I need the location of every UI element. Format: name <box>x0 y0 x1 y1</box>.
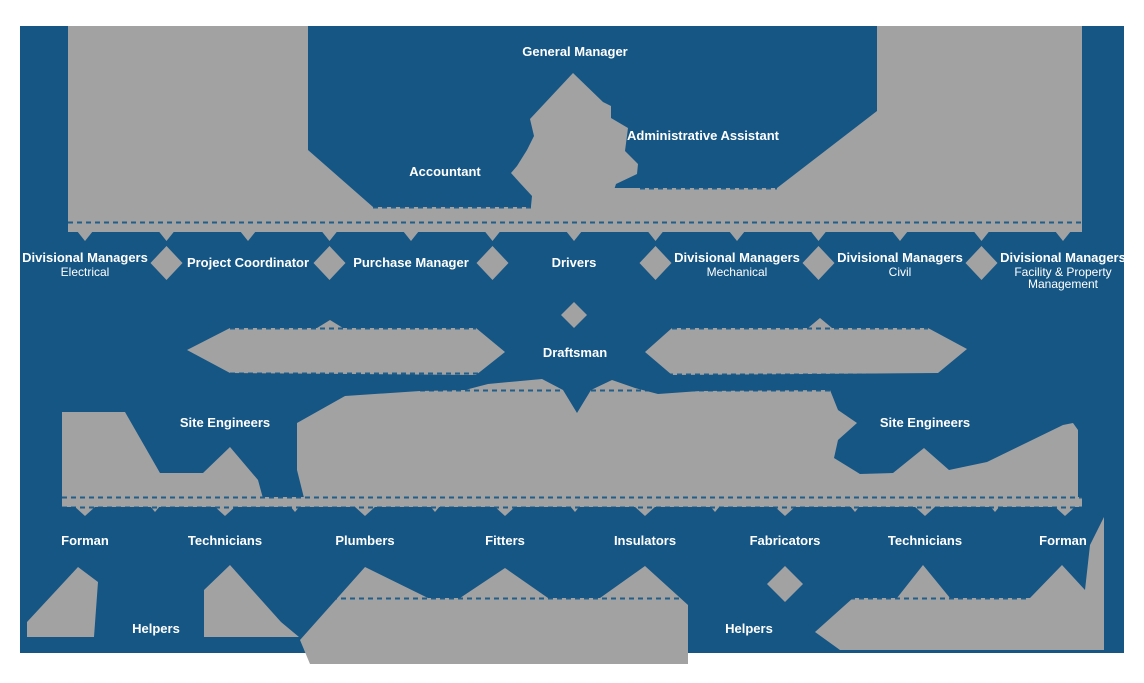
node-technicians-left: Technicians <box>188 533 262 548</box>
rail-1-tooth <box>484 231 501 241</box>
node-divisional-managers-fpm-sub2: Management <box>1028 277 1099 291</box>
node-divisional-managers-civil: Divisional Managers <box>837 250 963 265</box>
connector-band-3-center <box>297 379 1078 502</box>
connector-block-top-right <box>614 26 1082 232</box>
node-purchase-manager: Purchase Manager <box>353 255 469 270</box>
node-accountant: Accountant <box>409 164 481 179</box>
connector-band-2-left <box>187 320 505 375</box>
connector-peak-left <box>196 447 264 502</box>
node-plumbers: Plumbers <box>335 533 394 548</box>
node-drivers: Drivers <box>552 255 597 270</box>
connector-blob-left <box>62 412 210 502</box>
connector-tree-center <box>511 73 638 232</box>
node-helpers-right: Helpers <box>725 621 773 636</box>
row-1-diamond <box>476 246 509 280</box>
rail-1-tooth <box>647 231 664 241</box>
node-divisional-managers-civil-sub: Civil <box>889 265 912 279</box>
connector-blobs <box>27 26 1104 664</box>
rail-1-tooth <box>810 231 827 241</box>
connector-rail-1 <box>68 222 1082 232</box>
rail-1-tooth <box>1055 231 1071 241</box>
rail-1-tooth <box>77 231 93 241</box>
rail-3-tooth <box>494 506 516 516</box>
rail-1-tooth <box>240 231 256 241</box>
connector-peak-bottom-left <box>204 565 299 637</box>
rail-1-tooth <box>321 231 338 241</box>
connector-ribbon-bottom-left <box>27 567 98 637</box>
node-divisional-managers-electrical-sub: Electrical <box>61 265 110 279</box>
draftsman-diamond <box>561 302 587 328</box>
node-divisional-managers-mechanical-sub: Mechanical <box>707 265 768 279</box>
row-1-diamond <box>802 246 835 280</box>
node-divisional-managers-fpm-sub1: Facility & Property <box>1014 265 1111 279</box>
node-general-manager: General Manager <box>522 44 628 59</box>
row-1-diamond <box>639 246 672 280</box>
rail-1-tooth <box>973 231 990 241</box>
row-1-diamonds <box>150 246 998 280</box>
node-labels: General Manager Administrative Assistant… <box>22 44 1126 636</box>
row-1-diamond <box>313 246 346 280</box>
rail-1-teeth <box>77 231 1071 241</box>
row-1-diamond <box>150 246 183 280</box>
node-technicians-right: Technicians <box>888 533 962 548</box>
node-fitters: Fitters <box>485 533 525 548</box>
connector-mass-bottom-right <box>815 517 1104 650</box>
fabricators-diamond <box>767 566 803 602</box>
node-site-engineers-right: Site Engineers <box>880 415 970 430</box>
row-1-diamond <box>965 246 998 280</box>
node-draftsman: Draftsman <box>543 345 607 360</box>
node-insulators: Insulators <box>614 533 676 548</box>
node-fabricators: Fabricators <box>750 533 821 548</box>
node-forman-right: Forman <box>1039 533 1087 548</box>
connector-mass-bottom-center <box>300 566 688 664</box>
rail-1-tooth <box>892 231 908 241</box>
node-forman-left: Forman <box>61 533 109 548</box>
node-administrative-assistant: Administrative Assistant <box>627 128 780 143</box>
rail-1-tooth <box>566 231 582 241</box>
connector-rail-3 <box>62 497 1082 507</box>
rail-3-tooth <box>774 506 796 516</box>
rail-1-tooth <box>729 231 745 241</box>
node-divisional-managers-fpm: Divisional Managers <box>1000 250 1126 265</box>
rail-1-tooth <box>403 231 419 241</box>
rail-1-tooth <box>158 231 175 241</box>
node-project-coordinator: Project Coordinator <box>187 255 309 270</box>
node-helpers-left: Helpers <box>132 621 180 636</box>
node-divisional-managers-mechanical: Divisional Managers <box>674 250 800 265</box>
connector-band-2-right <box>645 318 967 375</box>
node-site-engineers-left: Site Engineers <box>180 415 270 430</box>
node-divisional-managers-electrical: Divisional Managers <box>22 250 148 265</box>
connector-block-top-left <box>68 26 532 232</box>
seam-dashes <box>62 187 1082 600</box>
